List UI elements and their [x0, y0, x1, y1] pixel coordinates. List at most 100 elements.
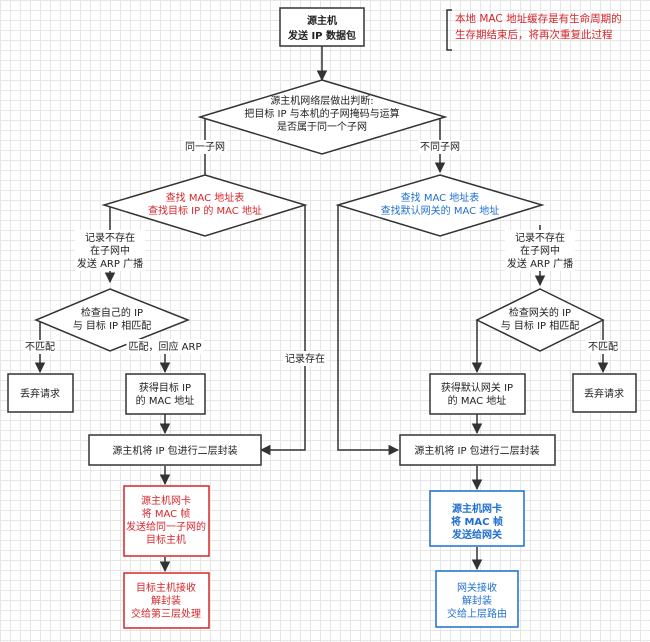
check-gateway-ip-text: 检查网关的 IP与 目标 IP 相匹配: [501, 306, 580, 332]
match-reply-label: 匹配，回应 ARP: [126, 339, 204, 354]
discard-right-text: 丢弃请求: [584, 387, 624, 400]
source-host-text-line: 发送 IP 数据包: [287, 29, 356, 42]
same-subnet-label-line: 同一子网: [185, 141, 225, 153]
no-match-left-label-bg: [23, 340, 57, 354]
network-decision-diamond: [197, 79, 448, 155]
not-exist-right-label-line: 记录不存在: [515, 231, 565, 244]
match-reply-label-line: 匹配，回应 ARP: [129, 340, 202, 353]
no-match-right-label-bg: [586, 340, 620, 354]
lifetime-note-line: 生存期结束后，将再次重复此过程: [455, 28, 613, 41]
check-gateway-ip-text-line: 检查网关的 IP: [509, 306, 571, 319]
get-gateway-mac-box: [429, 373, 526, 415]
nic-left-text-line: 源主机网卡: [141, 494, 191, 507]
match-reply-label-bg: [126, 339, 204, 354]
discard-left-text-line: 丢弃请求: [20, 387, 60, 400]
encap-left-text-line: 源主机将 IP 包进行二层封装: [112, 444, 237, 457]
discard-left-box: [7, 373, 74, 413]
check-own-ip-text-line: 与 目标 IP 相匹配: [73, 319, 152, 332]
source-host-text-line: 源主机: [307, 14, 337, 27]
diff-subnet-label-bg: [418, 140, 462, 154]
diff-subnet-label-line: 不同子网: [420, 141, 460, 153]
network-decision-text-line: 是否属于同一个子网: [277, 121, 367, 133]
gateway-receive-text-line: 解封装: [462, 594, 492, 607]
not-exist-left-label-line: 记录不存在: [85, 231, 135, 244]
get-target-mac-text: 获得目标 IP的 MAC 地址: [136, 382, 195, 407]
no-match-left-label-line: 不匹配: [25, 341, 55, 353]
no-match-right-label-line: 不匹配: [588, 341, 618, 353]
record-exists-label-bg: [283, 351, 327, 366]
encap-left-box: [88, 434, 262, 466]
not-exist-left-label-line: 发送 ARP 广播: [77, 257, 143, 270]
note-bracket: [446, 9, 452, 51]
gateway-receive-text-line: 交给上层路由: [447, 607, 507, 620]
diff-subnet-label: 不同子网: [418, 140, 462, 154]
encap-right-text-line: 源主机将 IP 包进行二层封装: [414, 444, 539, 457]
target-receive-text-line: 交给第三层处理: [131, 607, 201, 620]
record-exists-label: 记录存在: [283, 351, 327, 366]
get-gateway-mac-text-line: 获得默认网关 IP: [441, 381, 513, 394]
source-host-box: [279, 7, 365, 47]
network-decision-text-line: 源主机网络层做出判断:: [270, 94, 373, 107]
get-target-mac-box: [125, 373, 206, 415]
lookup-gateway-text-line: 查找默认网关的 MAC 地址: [381, 204, 500, 217]
nic-right-text-line: 将 MAC 帧: [451, 515, 503, 528]
lookup-gateway-diamond: [335, 174, 545, 237]
edge-lookup-gateway-exists: [337, 205, 400, 456]
not-exist-right-label-bg: [504, 230, 576, 271]
lifetime-note-line: 本地 MAC 地址缓存是有生命周期的: [455, 12, 622, 25]
discard-left-text: 丢弃请求: [20, 387, 60, 400]
nic-right-text-line: 发送给网关: [451, 528, 502, 541]
network-decision-text-line: 把目标 IP 与本机的子网掩码与运算: [244, 107, 399, 120]
discard-right-text-line: 丢弃请求: [584, 387, 624, 400]
not-exist-left-label-line: 在子网中: [90, 244, 130, 257]
check-gateway-ip-diamond: [475, 288, 605, 352]
encap-right-text: 源主机将 IP 包进行二层封装: [414, 444, 539, 457]
check-own-ip-text: 检查自己的 IP与 目标 IP 相匹配: [73, 306, 152, 332]
record-exists-label-line: 记录存在: [285, 352, 325, 365]
no-match-right-label: 不匹配: [586, 340, 620, 354]
not-exist-right-label-line: 发送 ARP 广播: [507, 257, 573, 270]
nic-right-text-line: 源主机网卡: [452, 502, 502, 515]
get-target-mac-text-line: 的 MAC 地址: [136, 394, 195, 407]
get-gateway-mac-text-line: 的 MAC 地址: [448, 394, 507, 407]
gateway-receive-box: [435, 570, 519, 628]
nic-left-text-line: 目标主机: [146, 533, 186, 546]
encap-left-text: 源主机将 IP 包进行二层封装: [112, 444, 237, 457]
gateway-receive-text-line: 网关接收: [457, 581, 497, 594]
target-receive-box: [123, 572, 210, 629]
check-gateway-ip-text-line: 与 目标 IP 相匹配: [501, 319, 580, 332]
same-subnet-label: 同一子网: [183, 140, 227, 154]
lookup-target-text-line: 查找目标 IP 的 MAC 地址: [148, 204, 262, 217]
encap-right-box: [399, 434, 556, 466]
get-gateway-mac-text: 获得默认网关 IP的 MAC 地址: [441, 381, 513, 407]
not-exist-right-label-line: 在子网中: [520, 244, 560, 257]
discard-right-box: [572, 373, 637, 413]
check-own-ip-text-line: 检查自己的 IP: [81, 306, 143, 319]
get-target-mac-text-line: 获得目标 IP: [139, 382, 191, 394]
lookup-gateway-text-line: 查找 MAC 地址表: [401, 191, 480, 204]
same-subnet-label-bg: [183, 140, 227, 154]
edge-lookup-target-exists: [259, 205, 306, 456]
lookup-target-text-line: 查找 MAC 地址表: [166, 191, 245, 204]
nic-left-box: [123, 485, 210, 557]
lookup-target-diamond: [101, 174, 308, 237]
target-receive-text-line: 目标主机接收: [136, 581, 196, 594]
target-receive-text-line: 解封装: [151, 594, 181, 607]
nic-left-text-line: 发送给同一子网的: [126, 520, 206, 533]
nic-left-text-line: 将 MAC 帧: [142, 507, 191, 520]
no-match-left-label: 不匹配: [23, 340, 57, 354]
nic-right-box: [429, 490, 525, 547]
check-own-ip-diamond: [34, 288, 191, 352]
not-exist-left-label-bg: [74, 230, 146, 271]
